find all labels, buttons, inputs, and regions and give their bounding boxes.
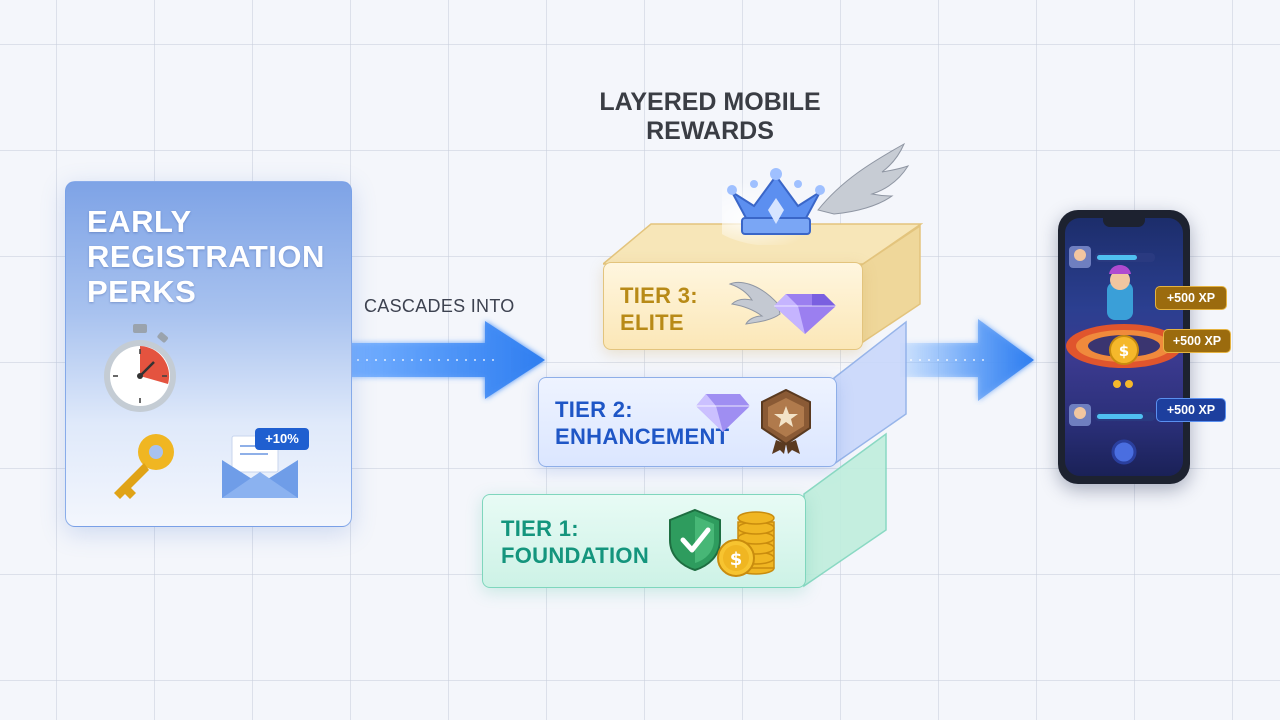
svg-text:$: $ [1119,342,1129,360]
shield-check-icon [669,508,721,572]
tier-1-name: FOUNDATION [501,543,650,568]
game-scene: $ [1066,246,1182,465]
tier-1-label: TIER 1: FOUNDATION [501,515,649,569]
early-registration-title: EARLY REGISTRATION PERKS [87,204,337,309]
cascade-arrow [200,321,545,399]
tier-2-name: ENHANCEMENT [555,424,730,449]
xp-badge: +500 XP [1155,286,1227,310]
early-registration-panel [65,181,352,527]
key-icon [114,434,174,499]
title-line-1: LAYERED MOBILE [599,88,821,116]
perks-title-line-1: EARLY [87,204,192,239]
bonus-percent-badge: +10% [255,428,309,450]
star-medal-icon [761,388,811,454]
tier-1-block-side [803,432,887,588]
tier-3-name: ELITE [620,310,684,335]
cascades-into-label: CASCADES INTO [364,296,515,316]
tier-3-title: TIER 3: [620,283,698,308]
diamond-icon [696,394,750,432]
coin-stack-icon: $ [717,511,775,577]
tier-2-title: TIER 2: [555,397,633,422]
phone-arrow [900,319,1034,401]
stopwatch-icon [104,324,176,412]
tier-1-title: TIER 1: [501,516,579,541]
tier-2-label: TIER 2: ENHANCEMENT [555,396,729,450]
perks-title-line-2: REGISTRATION [87,239,325,274]
phone-screen: $ [1065,218,1183,476]
perks-title-line-3: PERKS [87,274,197,309]
diagram-title: LAYERED MOBILE REWARDS [540,88,880,146]
phone-notch [1103,218,1145,227]
winged-diamond-icon [728,281,836,334]
crown-with-wing-icon [722,142,910,245]
svg-text:$: $ [730,549,743,570]
tier-3-label: TIER 3: ELITE [620,282,698,336]
xp-badge: +500 XP [1156,398,1226,422]
title-line-2: REWARDS [646,117,774,145]
xp-badge: +500 XP [1163,329,1231,353]
